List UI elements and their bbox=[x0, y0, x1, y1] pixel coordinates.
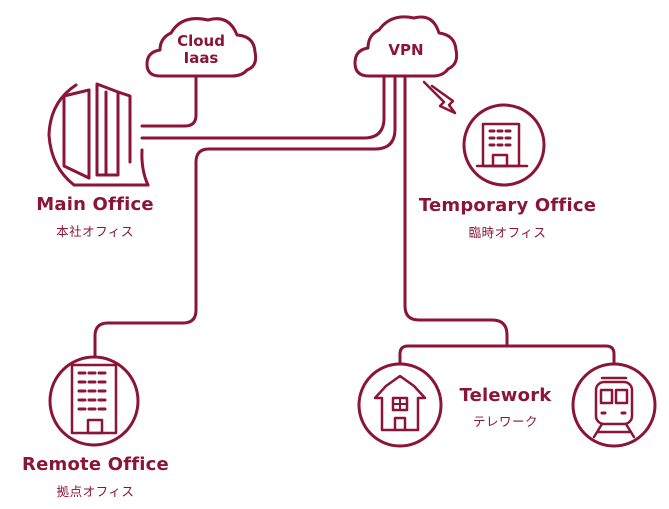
cloud-iaas-line2: Iaas bbox=[183, 49, 219, 67]
lightning-icon bbox=[422, 80, 457, 115]
cloud-iaas-cloud-icon bbox=[145, 17, 258, 78]
temporary-office-label: Temporary Office bbox=[418, 195, 597, 216]
link-vpn-remote bbox=[93, 74, 397, 358]
vpn-cloud-icon bbox=[353, 15, 459, 78]
link-vpn-telework bbox=[403, 74, 509, 348]
link-cloud-main bbox=[140, 74, 198, 128]
remote-office-building-icon bbox=[48, 355, 140, 447]
main-office-label: Main Office bbox=[36, 194, 154, 215]
main-office-label-jp: 本社オフィス bbox=[56, 224, 134, 239]
telework-label: Telework bbox=[459, 385, 552, 406]
connection-lines bbox=[93, 74, 616, 366]
cloud-iaas-line1: Cloud bbox=[177, 32, 225, 50]
link-vpn-main bbox=[140, 74, 386, 140]
main-office-towers-icon bbox=[47, 82, 150, 187]
temporary-office-label-jp: 臨時オフィス bbox=[468, 225, 547, 240]
link-telework-split bbox=[398, 344, 616, 366]
telework-label-jp: テレワーク bbox=[472, 414, 538, 429]
telework-house-icon bbox=[357, 362, 443, 448]
remote-office-label: Remote Office bbox=[22, 454, 169, 475]
telework-train-icon bbox=[571, 362, 657, 448]
vpn-label: VPN bbox=[388, 41, 424, 59]
remote-office-label-jp: 拠点オフィス bbox=[56, 484, 135, 499]
temporary-office-building-icon bbox=[462, 103, 546, 187]
cloud-iaas-label: Cloud Iaas bbox=[159, 33, 243, 67]
